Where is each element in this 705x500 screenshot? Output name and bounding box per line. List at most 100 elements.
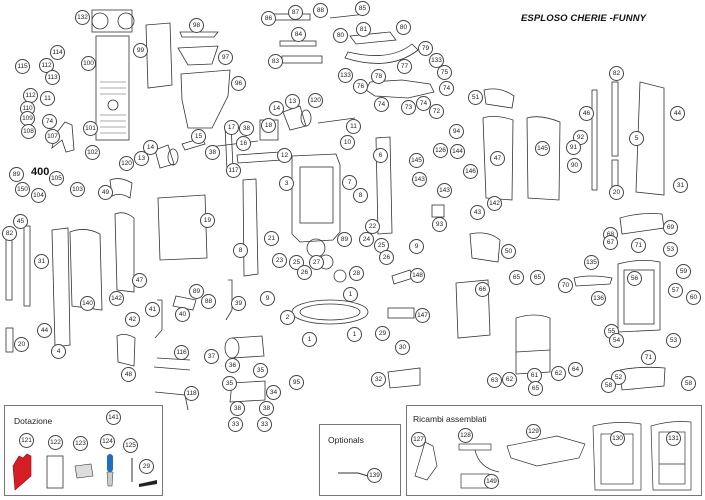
part-82-strip-right: [611, 81, 619, 191]
callout-part-11: 11: [40, 91, 55, 106]
callout-part-51: 51: [468, 90, 483, 105]
callout-part-102: 102: [85, 145, 100, 160]
manual-icon: [46, 455, 64, 489]
part-36-fan: [224, 335, 265, 359]
callout-part-91: 91: [566, 140, 581, 155]
part-82-strip: [5, 239, 13, 301]
callout-part-99: 99: [133, 43, 148, 58]
part-123-icon: [74, 463, 94, 479]
callout-part-124: 124: [100, 434, 115, 449]
part-52-bottom: [619, 366, 666, 391]
callout-part-1: 1: [343, 287, 358, 302]
callout-part-89: 89: [9, 167, 24, 182]
callout-part-130: 130: [610, 431, 625, 446]
callout-part-47: 47: [132, 273, 147, 288]
part-132-top-cover: [91, 9, 135, 33]
callout-part-150: 150: [15, 182, 30, 197]
callout-part-33: 33: [257, 417, 272, 432]
callout-part-75: 75: [437, 65, 452, 80]
callout-part-44: 44: [37, 323, 52, 338]
callout-part-20: 20: [609, 185, 624, 200]
callout-part-14: 14: [143, 140, 158, 155]
callout-part-65: 65: [509, 270, 524, 285]
callout-part-22: 22: [365, 219, 380, 234]
scraper-blade-icon: [106, 471, 114, 487]
callout-part-113: 113: [45, 70, 60, 85]
part-140-panel: [69, 229, 103, 311]
callout-part-128: 128: [458, 428, 473, 443]
part-5-side-panel: [635, 81, 665, 196]
part-51-panel: [483, 88, 515, 109]
callout-part-120: 120: [308, 93, 323, 108]
part-139-cable-icon: [338, 472, 369, 477]
part-81-plate: [349, 31, 397, 45]
callout-part-42: 42: [125, 312, 140, 327]
callout-part-148: 148: [410, 268, 425, 283]
callout-part-105: 105: [49, 171, 64, 186]
part-11-rod: [317, 117, 356, 124]
callout-part-9: 9: [260, 291, 275, 306]
part-127-icon: [414, 441, 438, 481]
callout-part-149: 149: [484, 474, 499, 489]
callout-part-116: 116: [174, 345, 189, 360]
part-97-hopper: [177, 45, 219, 66]
callout-part-20: 20: [14, 337, 29, 352]
callout-part-79: 79: [418, 41, 433, 56]
part-12-frame: [236, 151, 283, 164]
callout-part-76: 76: [353, 79, 368, 94]
part-32-tray: [387, 367, 421, 389]
part-70-bar: [573, 275, 613, 287]
part-39-bracket: [225, 279, 233, 321]
callout-part-53: 53: [666, 333, 681, 348]
part-2-base-ring: [291, 299, 369, 325]
callout-part-18: 18: [261, 118, 276, 133]
part-130-icon: [592, 422, 642, 491]
callout-part-37: 37: [204, 349, 219, 364]
callout-part-145: 145: [409, 153, 424, 168]
callout-part-58: 58: [681, 376, 696, 391]
callout-part-53: 53: [663, 242, 678, 257]
part-4-panel: [51, 227, 71, 348]
callout-part-50: 50: [501, 244, 516, 259]
callout-part-143: 143: [412, 172, 427, 187]
callout-part-108: 108: [21, 124, 36, 139]
callout-part-80: 80: [333, 28, 348, 43]
callout-part-107: 107: [45, 129, 60, 144]
callout-part-139: 139: [367, 468, 382, 483]
callout-part-84: 84: [291, 27, 306, 42]
callout-part-29: 29: [139, 459, 154, 474]
part-40-tube: [172, 295, 197, 311]
callout-part-98: 98: [189, 18, 204, 33]
callout-part-39: 39: [231, 296, 246, 311]
part-83-bar: [281, 55, 323, 64]
callout-part-5: 5: [629, 131, 644, 146]
part-3-stove-body: [291, 153, 341, 258]
part-400-label: 400: [31, 166, 50, 178]
part-145-door: [526, 116, 561, 201]
callout-part-69: 69: [663, 220, 678, 235]
callout-part-33: 33: [228, 417, 243, 432]
callout-part-35: 35: [222, 376, 237, 391]
callout-part-8: 8: [353, 188, 368, 203]
part-50-frame: [469, 232, 501, 263]
part-61-door: [515, 314, 551, 375]
callout-part-43: 43: [470, 205, 485, 220]
part-93-frame: [431, 204, 445, 218]
callout-part-9: 9: [409, 239, 424, 254]
ricambi-box: Ricambi assemblati: [406, 405, 702, 496]
callout-part-30: 30: [395, 340, 410, 355]
callout-part-48: 48: [121, 367, 136, 382]
part-20-block: [5, 327, 14, 353]
callout-part-72: 72: [429, 104, 444, 119]
ricambi-items: [414, 421, 692, 491]
callout-part-23: 23: [272, 253, 287, 268]
callout-part-12: 12: [277, 148, 292, 163]
callout-part-26: 26: [297, 265, 312, 280]
callout-part-140: 140: [80, 296, 95, 311]
callout-part-57: 57: [668, 283, 683, 298]
callout-part-85: 85: [355, 1, 370, 16]
diagram-title: ESPLOSO CHERIE -FUNNY: [521, 13, 647, 24]
callout-part-126: 126: [433, 143, 448, 158]
part-116-rods: [153, 357, 191, 371]
